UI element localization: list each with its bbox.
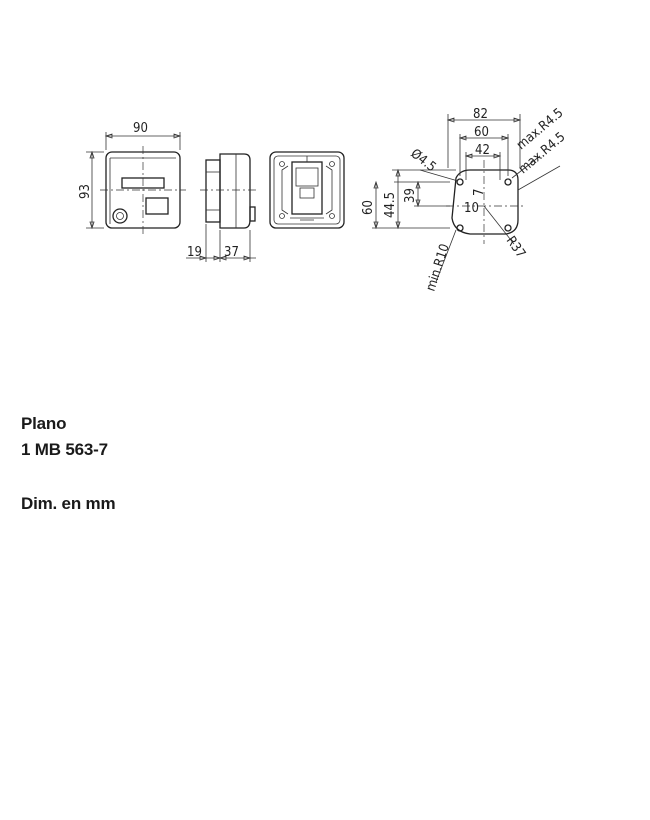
dim-front-width: 90 xyxy=(133,121,148,136)
dim-side-depth-37: 37 xyxy=(224,245,239,260)
dim-mount-10: 10 xyxy=(464,201,479,216)
front-view: 90 93 xyxy=(78,121,186,234)
dim-front-height: 93 xyxy=(78,184,93,199)
dim-mount-inner-width: 42 xyxy=(475,143,490,158)
dim-mount-height-60: 60 xyxy=(361,200,376,215)
dim-mount-min-radius: min.R10 xyxy=(424,242,453,293)
dim-mount-7: 7 xyxy=(472,189,487,196)
technical-drawing: 90 93 19 37 xyxy=(78,106,568,294)
product-reference: 1 MB 563-7 xyxy=(21,440,108,459)
dim-side-depth-19: 19 xyxy=(187,245,202,260)
dim-mount-height-39: 39 xyxy=(403,188,418,203)
back-view xyxy=(269,151,345,229)
dim-mount-hole-spacing: 60 xyxy=(474,125,489,140)
dim-mount-overall-width: 82 xyxy=(473,107,488,122)
mounting-view: 82 60 42 Ø4.5 max.R4.5 max.R4.5 39 44.5 … xyxy=(361,106,568,294)
units-note: Dim. en mm xyxy=(21,494,116,513)
product-name: Plano xyxy=(21,414,67,433)
dim-mount-radius-37: R37 xyxy=(503,234,528,261)
side-view: 19 37 xyxy=(186,153,258,262)
dim-mount-height-44-5: 44.5 xyxy=(383,192,398,218)
